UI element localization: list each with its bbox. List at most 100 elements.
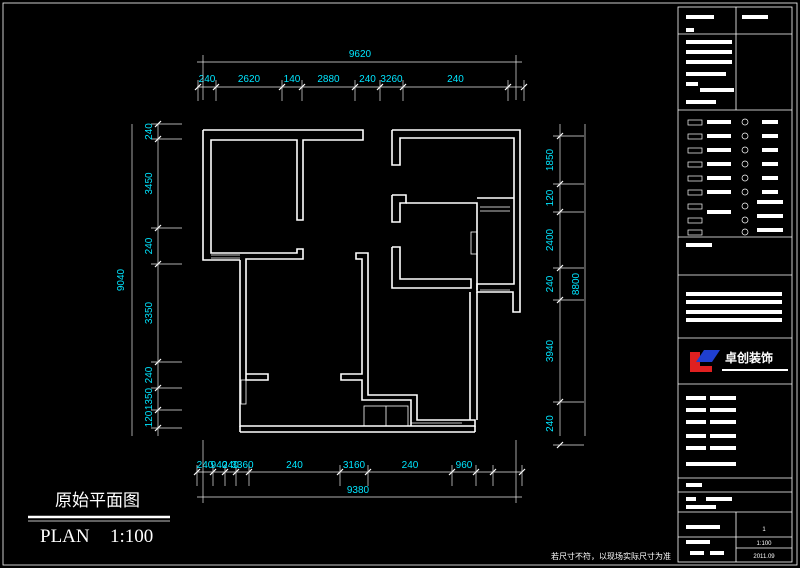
dim-label: 240	[286, 460, 303, 471]
title-block-text-bar	[707, 120, 731, 124]
title-block-text-bar	[762, 190, 778, 194]
title-block-text-bar	[686, 505, 716, 509]
title-block-text-bar	[690, 551, 704, 555]
title-block-text-bar	[762, 176, 778, 180]
dim-label: 1350	[144, 387, 155, 410]
legend-fixture-icon	[741, 188, 749, 196]
company-name: 卓创装饰	[725, 350, 773, 365]
title-block-text-bar	[686, 446, 706, 450]
title-block-text-bar	[686, 408, 706, 412]
title-block-text-bar	[707, 134, 731, 138]
title-block-text-bar	[686, 50, 732, 54]
title-block: 卓创装饰 1 1:100 2011.09	[677, 6, 793, 563]
title-block-text-bar	[686, 318, 782, 322]
title-block-text-bar	[710, 551, 724, 555]
legend-symbol-icon	[687, 161, 703, 168]
legend-fixture-icon	[741, 160, 749, 168]
dim-label: 3350	[144, 301, 155, 324]
dim-label: 960	[456, 460, 473, 471]
title-block-text-bar	[710, 462, 736, 466]
title-block-text-bar	[707, 162, 731, 166]
dim-label: 240	[402, 460, 419, 471]
drawing-scale: 1:100	[110, 526, 153, 547]
title-block-text-bar	[707, 148, 731, 152]
legend-symbol-icon	[687, 147, 703, 154]
legend-symbol-icon	[687, 119, 703, 126]
title-block-text-bar	[762, 120, 778, 124]
title-block-text-bar	[686, 420, 706, 424]
title-block-text-bar	[686, 72, 726, 76]
sheet-number: 1	[762, 527, 766, 533]
dimension-note: 若尺寸不符，以现场实际尺寸为准	[551, 551, 671, 561]
title-block-text-bar	[757, 200, 783, 204]
title-block-text-bar	[757, 214, 783, 218]
dim-label: 240	[545, 415, 556, 432]
title-block-text-bar	[686, 310, 782, 314]
title-block-text-bar	[686, 243, 712, 247]
dim-label: 3260	[380, 74, 403, 85]
left-overall-dim: 9040	[116, 268, 127, 291]
title-block-text-bar	[757, 228, 783, 232]
title-block-text-bar	[742, 15, 768, 19]
title-block-text-bar	[710, 434, 736, 438]
dim-label: 120	[545, 189, 556, 206]
top-overall-dim: 9620	[349, 49, 372, 60]
dim-label: 240	[144, 237, 155, 254]
title-block-text-bar	[686, 82, 698, 86]
dim-label: 3450	[144, 172, 155, 195]
dim-label: 240	[144, 123, 155, 140]
legend-fixture-icon	[741, 216, 749, 224]
title-block-text-bar	[686, 483, 702, 487]
title-block-text-bar	[686, 100, 716, 104]
dim-label: 240	[222, 460, 239, 471]
legend-symbol-icon	[687, 133, 703, 140]
right-overall-dim: 8800	[571, 272, 582, 295]
drawing-title-cn: 原始平面图	[55, 491, 140, 511]
legend-symbol-icon	[687, 175, 703, 182]
bottom-overall-dim: 9380	[347, 485, 370, 496]
title-block-text-bar	[707, 210, 731, 214]
title-block-scale: 1:100	[756, 541, 772, 547]
title-block-text-bar	[762, 162, 778, 166]
dim-label: 3360	[231, 460, 254, 471]
dim-label: 240	[545, 275, 556, 292]
drawing-title-en: PLAN	[40, 526, 90, 547]
legend-fixture-icon	[741, 202, 749, 210]
title-block-text-bar	[686, 15, 714, 19]
title-block-text-bar	[686, 292, 782, 296]
dim-label: 120	[144, 410, 155, 427]
title-block-text-bar	[706, 497, 732, 501]
title-block-text-bar	[710, 446, 736, 450]
legend-fixture-icon	[741, 118, 749, 126]
dim-label: 2400	[545, 228, 556, 251]
dim-label: 240	[359, 74, 376, 85]
legend-symbol-icon	[687, 229, 703, 236]
legend-fixture-icon	[741, 132, 749, 140]
title-block-text-bar	[762, 148, 778, 152]
dim-label: 240	[447, 74, 464, 85]
title-block-text-bar	[710, 396, 736, 400]
title-block-text-bar	[686, 434, 706, 438]
title-block-text-bar	[686, 28, 694, 32]
title-block-text-bar	[700, 88, 734, 92]
title-block-text-bar	[710, 408, 736, 412]
title-block-text-bar	[686, 396, 706, 400]
dim-label: 240	[199, 74, 216, 85]
legend-symbol-icon	[687, 217, 703, 224]
dim-label: 2880	[317, 74, 340, 85]
dim-label: 2620	[238, 74, 261, 85]
legend-fixture-icon	[741, 174, 749, 182]
floor-plan	[202, 129, 521, 433]
title-block-text-bar	[707, 190, 731, 194]
title-block-text-bar	[686, 540, 710, 544]
legend-symbol-icon	[687, 203, 703, 210]
legend-fixture-icon	[741, 228, 749, 236]
dim-label: 240	[144, 366, 155, 383]
title-block-text-bar	[686, 60, 732, 64]
title-block-text-bar	[707, 176, 731, 180]
legend-fixture-icon	[741, 146, 749, 154]
